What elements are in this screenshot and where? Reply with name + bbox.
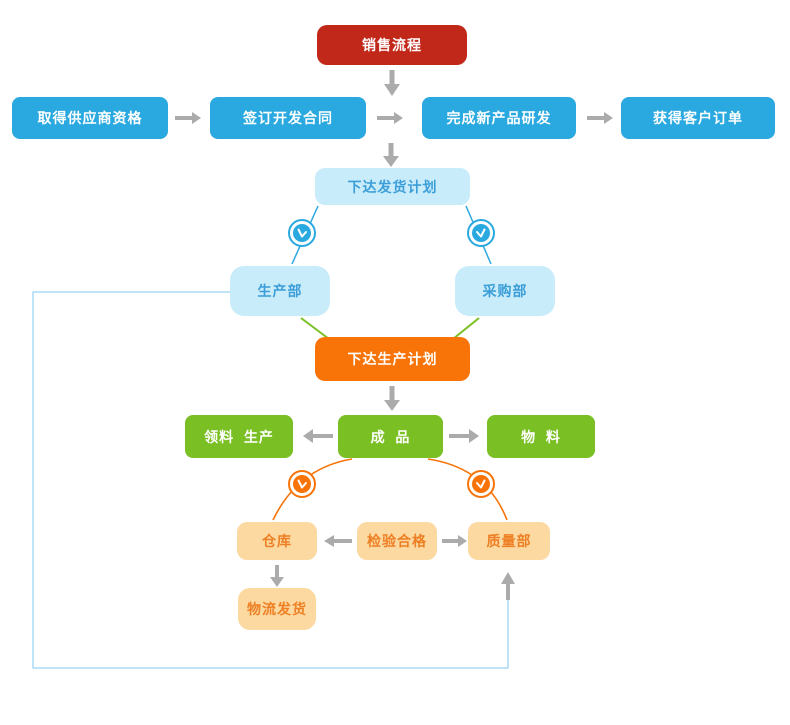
arrow-left-icon — [303, 429, 333, 443]
node-label: 签订开发合同 — [243, 110, 333, 126]
node-label: 质量部 — [486, 533, 532, 549]
node-label: 仓库 — [262, 533, 292, 549]
arrow-down-icon — [384, 386, 400, 411]
connector-arc — [427, 458, 508, 521]
node-label: 检验合格 — [367, 533, 427, 549]
arrow-right-icon — [175, 112, 201, 124]
node-warehouse: 仓库 — [237, 522, 317, 560]
node-finished-goods: 成 品 — [338, 415, 443, 458]
node-product-development: 完成新产品研发 — [422, 97, 576, 139]
arrow-down-icon — [270, 565, 284, 587]
node-production-dept: 生产部 — [230, 266, 330, 316]
clock-icon — [288, 219, 316, 247]
connector-line — [300, 317, 330, 340]
node-label: 销售流程 — [362, 37, 422, 53]
node-label: 取得供应商资格 — [37, 110, 143, 126]
arrow-right-icon — [449, 429, 479, 443]
arrow-right-icon — [377, 112, 403, 124]
node-label: 下达生产计划 — [347, 351, 438, 367]
connector-line — [452, 317, 480, 340]
node-supplier-qualification: 取得供应商资格 — [12, 97, 168, 139]
node-material-picking: 领料 生产 — [185, 415, 293, 458]
node-materials: 物 料 — [487, 415, 595, 458]
node-label: 物流发货 — [247, 601, 307, 617]
node-quality-dept: 质量部 — [468, 522, 550, 560]
clock-icon — [467, 470, 495, 498]
arrow-down-icon — [383, 143, 399, 167]
node-label: 物 料 — [521, 428, 561, 445]
feedback-loop-line — [32, 291, 509, 669]
node-label: 采购部 — [482, 283, 528, 299]
arrow-up-icon — [501, 572, 515, 600]
node-label: 领料 生产 — [204, 428, 274, 445]
node-inspection-passed: 检验合格 — [357, 522, 437, 560]
arrow-left-icon — [324, 535, 352, 547]
node-label: 生产部 — [257, 283, 303, 299]
node-customer-order: 获得客户订单 — [621, 97, 775, 139]
node-label: 完成新产品研发 — [446, 110, 552, 126]
node-production-plan: 下达生产计划 — [315, 337, 470, 381]
clock-icon — [288, 470, 316, 498]
node-label: 成 品 — [370, 428, 411, 445]
node-shipping-plan: 下达发货计划 — [315, 168, 470, 205]
node-label: 下达发货计划 — [347, 178, 438, 195]
node-purchasing-dept: 采购部 — [455, 266, 555, 316]
arrow-down-icon — [384, 70, 400, 96]
node-development-contract: 签订开发合同 — [210, 97, 366, 139]
arrow-right-icon — [442, 535, 467, 547]
clock-icon — [467, 219, 495, 247]
node-label: 获得客户订单 — [653, 110, 743, 126]
node-logistics-shipping: 物流发货 — [238, 588, 316, 630]
arrow-right-icon — [587, 112, 613, 124]
node-sales-process: 销售流程 — [317, 25, 467, 65]
